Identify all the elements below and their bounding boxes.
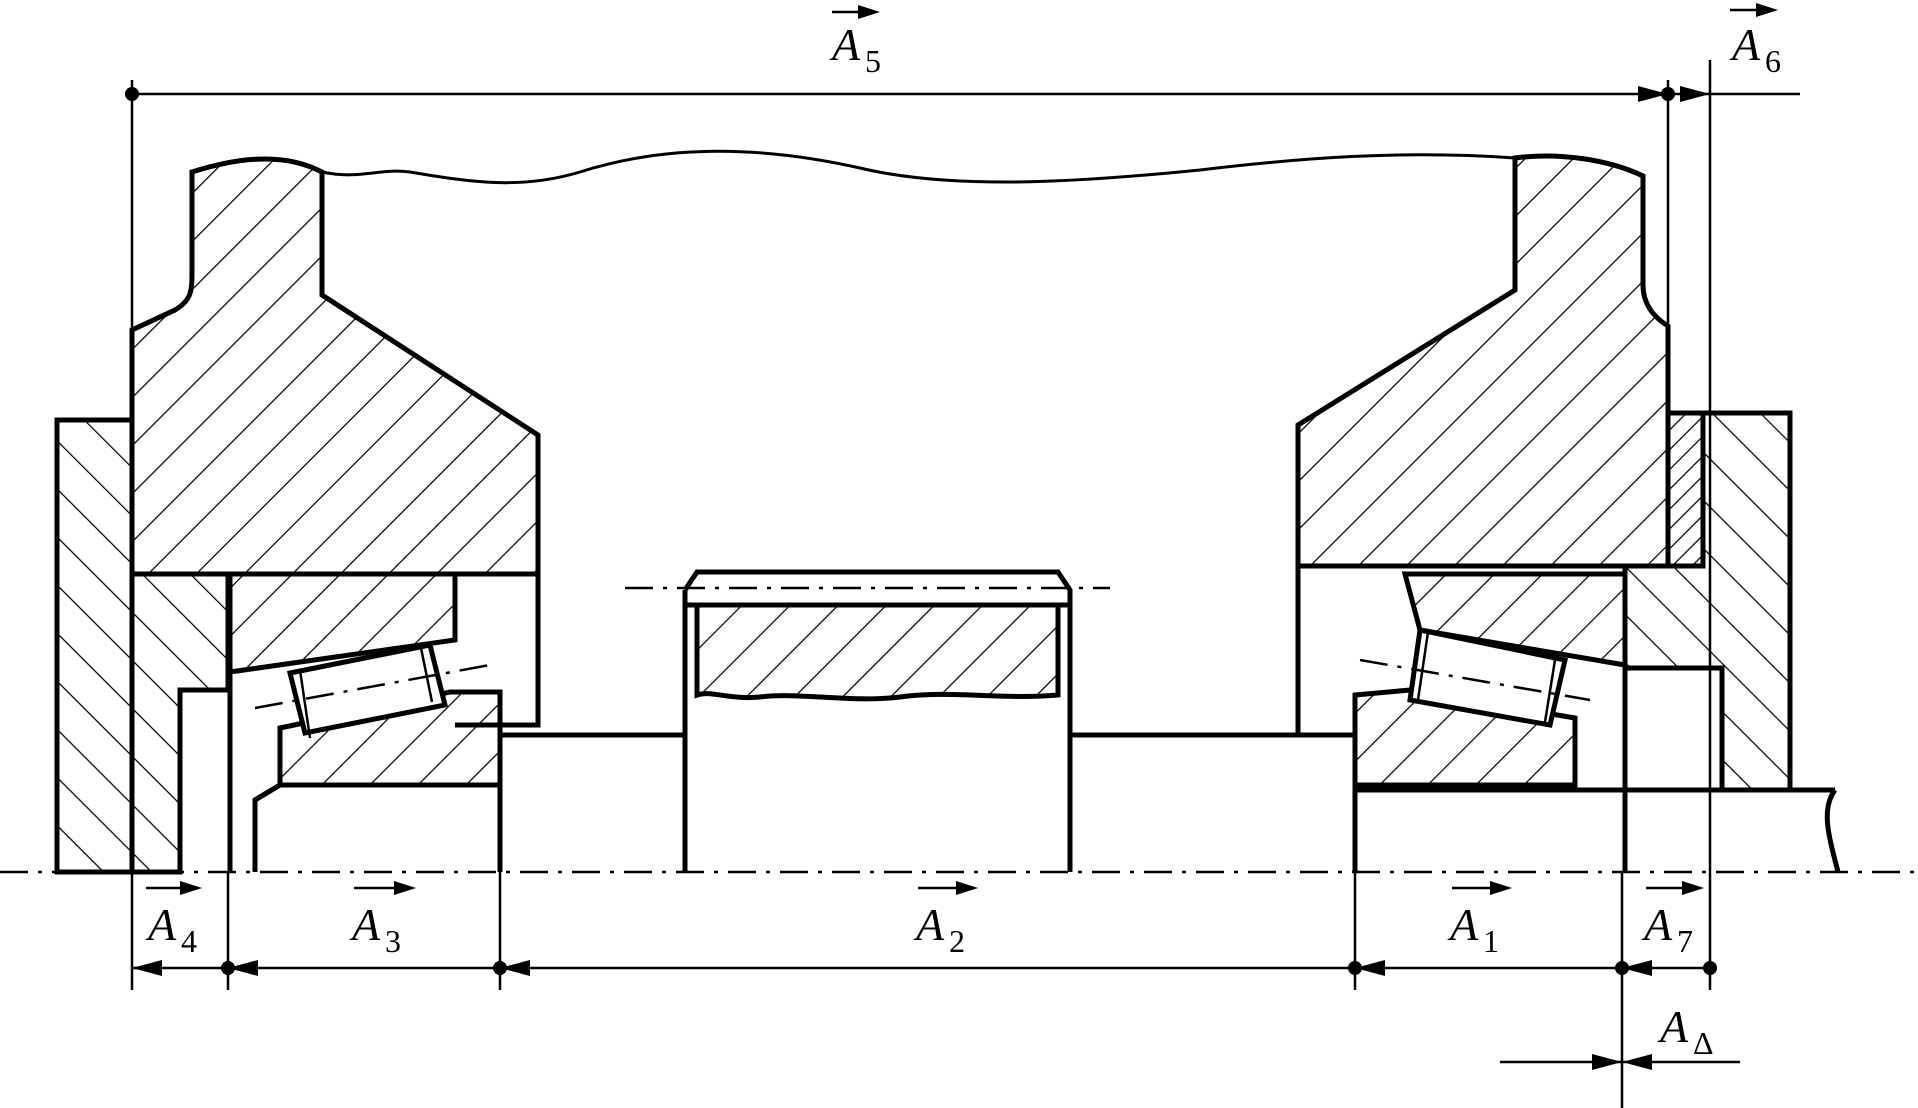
dimension-lines bbox=[130, 60, 1800, 1108]
svg-text:A: A bbox=[1447, 899, 1479, 950]
right-bearing bbox=[1295, 566, 1628, 788]
svg-text:A: A bbox=[349, 899, 381, 950]
svg-text:A: A bbox=[829, 19, 861, 70]
right-end-cover bbox=[1622, 410, 1793, 872]
svg-text:2: 2 bbox=[949, 923, 965, 959]
right-bearing-axis bbox=[1359, 658, 1591, 702]
svg-text:4: 4 bbox=[181, 923, 197, 959]
svg-text:5: 5 bbox=[865, 43, 881, 79]
chain-nodes bbox=[125, 87, 1717, 975]
label-a-delta: A Δ bbox=[1657, 1001, 1714, 1061]
svg-text:A: A bbox=[145, 899, 177, 950]
svg-text:A: A bbox=[1641, 899, 1673, 950]
svg-text:6: 6 bbox=[1765, 43, 1781, 79]
left-bearing-axis bbox=[254, 663, 491, 710]
svg-text:A: A bbox=[913, 899, 945, 950]
vector-arrows bbox=[146, 3, 1778, 895]
left-bearing bbox=[227, 571, 541, 872]
label-a2: A 2 bbox=[913, 899, 965, 959]
housing bbox=[129, 149, 1671, 577]
label-a4: A 4 bbox=[145, 899, 197, 959]
gear bbox=[625, 569, 1110, 872]
label-a7: A 7 bbox=[1641, 899, 1693, 959]
svg-text:Δ: Δ bbox=[1693, 1025, 1714, 1061]
svg-text:A: A bbox=[1657, 1001, 1689, 1052]
svg-text:1: 1 bbox=[1483, 923, 1499, 959]
label-a3: A 3 bbox=[349, 899, 401, 959]
label-a6: A 6 bbox=[1729, 19, 1781, 79]
label-a1: A 1 bbox=[1447, 899, 1499, 959]
svg-text:3: 3 bbox=[385, 923, 401, 959]
svg-text:7: 7 bbox=[1677, 923, 1693, 959]
svg-text:A: A bbox=[1729, 19, 1761, 70]
label-a5: A 5 bbox=[829, 19, 881, 79]
